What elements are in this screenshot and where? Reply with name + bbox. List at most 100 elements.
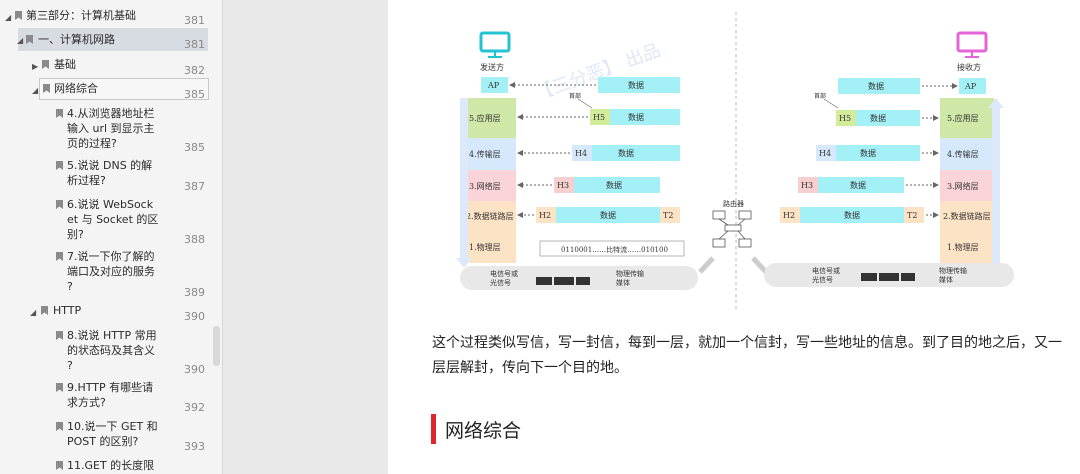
toc-item[interactable]: 8.说说 HTTP 常用 的状态码及其含义 ? 390 bbox=[0, 328, 210, 376]
watermark: 【三分恶】 出品 bbox=[533, 40, 664, 105]
collapse-triangle-icon[interactable]: ◢ bbox=[17, 36, 24, 45]
toc-item[interactable]: ▶ 基础 382 bbox=[32, 58, 205, 77]
svg-text:电信号或 光信号: 电信号或 光信号 bbox=[812, 266, 842, 284]
toc-item[interactable]: 11.GET 的长度限 bbox=[0, 458, 210, 474]
sender-h2-data bbox=[556, 207, 660, 223]
receiver-layer-physical bbox=[940, 231, 994, 263]
receiver-h5-data bbox=[856, 110, 920, 126]
svg-text:数据: 数据 bbox=[870, 113, 886, 123]
toc-item[interactable]: 5.说说 DNS 的解 析过程? 387 bbox=[0, 158, 210, 193]
svg-text:T2: T2 bbox=[663, 211, 673, 220]
svg-text:T2: T2 bbox=[907, 211, 917, 220]
svg-text:5.应用层: 5.应用层 bbox=[469, 113, 501, 123]
sender-h5-data bbox=[610, 109, 680, 125]
svg-text:数据: 数据 bbox=[868, 81, 884, 91]
bitstream-box bbox=[539, 240, 685, 257]
bookmark-icon bbox=[56, 331, 63, 340]
svg-text:数据: 数据 bbox=[628, 80, 644, 90]
toc-item[interactable]: ◢ 一、计算机网路 381 bbox=[17, 28, 208, 51]
receiver-layer-network bbox=[940, 170, 994, 201]
diagram-label-line: 媒体 bbox=[616, 278, 630, 287]
bookmark-icon bbox=[56, 109, 63, 118]
router-to-receiver-arrow bbox=[751, 256, 768, 274]
toc-scrollbar[interactable] bbox=[213, 326, 220, 366]
receiver-h3 bbox=[798, 177, 818, 193]
bookmark-icon bbox=[56, 422, 63, 431]
receiver-ap-data bbox=[838, 78, 920, 94]
svg-text:1.物理层: 1.物理层 bbox=[469, 242, 501, 252]
body-paragraph: 这个过程类似写信，写一封信，每到一层，就加一个信封，写一些地址的信息。到了目的地… bbox=[432, 335, 1062, 376]
receiver-ap bbox=[959, 78, 986, 94]
sender-label: 发送方 bbox=[480, 62, 504, 72]
receiver-layer-link bbox=[940, 201, 994, 231]
receiver-h4 bbox=[816, 145, 836, 161]
bookmark-icon bbox=[15, 11, 22, 20]
receiver-layer-app bbox=[940, 98, 994, 138]
bookmark-icon bbox=[56, 461, 63, 470]
svg-text:2.数据链路层: 2.数据链路层 bbox=[943, 211, 991, 221]
toc-item[interactable]: 6.说说 WebSock et 与 Socket 的区 别? 388 bbox=[0, 197, 210, 246]
sender-layer-link bbox=[462, 201, 516, 231]
toc-sidebar: ◢ 第三部分：计算机基础 381 ◢ 一、计算机网路 381 ▶ 基础 382 … bbox=[0, 0, 222, 474]
svg-text:2.数据链路层: 2.数据链路层 bbox=[466, 211, 514, 221]
svg-text:H2: H2 bbox=[539, 211, 551, 220]
expand-triangle-icon[interactable]: ▶ bbox=[32, 62, 39, 71]
svg-text:首部: 首部 bbox=[814, 92, 826, 100]
svg-text:数据: 数据 bbox=[606, 180, 622, 190]
sender-layer-physical bbox=[462, 231, 516, 263]
svg-text:5.应用层: 5.应用层 bbox=[947, 113, 979, 123]
bookmark-icon bbox=[56, 383, 63, 392]
sender-monitor-icon bbox=[479, 31, 511, 58]
svg-text:数据: 数据 bbox=[600, 210, 616, 220]
bookmark-icon bbox=[43, 84, 50, 93]
sender-ap-data bbox=[598, 77, 680, 93]
toc-item[interactable]: ◢ 网络综合 385 bbox=[32, 78, 209, 101]
sender-ap bbox=[481, 77, 508, 93]
collapse-triangle-icon[interactable]: ◢ bbox=[5, 13, 12, 22]
diagram-label-line: 光信号 bbox=[490, 278, 511, 287]
receiver-monitor-icon bbox=[956, 31, 988, 58]
svg-text:数据: 数据 bbox=[628, 112, 644, 122]
toc-item[interactable]: ◢ 第三部分：计算机基础 381 bbox=[5, 9, 205, 27]
sender-t2 bbox=[660, 207, 680, 223]
toc-item[interactable]: 7.说一下你了解的 端口及对应的服务 ? 389 bbox=[0, 249, 210, 299]
svg-text:物理传输 媒体: 物理传输 媒体 bbox=[616, 269, 646, 287]
toc-item[interactable]: 9.HTTP 有哪些请 求方式? 392 bbox=[0, 380, 210, 414]
sender-h5 bbox=[590, 109, 610, 125]
sender-h4-data bbox=[592, 145, 680, 161]
router-label: 路由器 bbox=[723, 199, 744, 208]
receiver-up-arrow bbox=[988, 98, 1004, 268]
svg-text:H3: H3 bbox=[557, 181, 569, 190]
receiver-label: 接收方 bbox=[957, 62, 981, 72]
svg-text:数据: 数据 bbox=[618, 148, 634, 158]
sender-layer-network bbox=[462, 170, 516, 201]
toc-item[interactable]: 4.从浏览器地址栏 输入 url 到显示主 页的过程? 385 bbox=[0, 106, 210, 154]
bookmark-icon bbox=[26, 35, 33, 44]
collapse-triangle-icon[interactable]: ◢ bbox=[32, 86, 39, 95]
sender-h3 bbox=[554, 177, 574, 193]
bookmark-icon bbox=[41, 306, 48, 315]
diagram-label-line: 光信号 bbox=[812, 275, 833, 284]
sender-layer-transport bbox=[462, 138, 516, 170]
collapse-triangle-icon[interactable]: ◢ bbox=[30, 308, 37, 317]
toc-item[interactable]: ◢ HTTP 390 bbox=[30, 304, 205, 323]
svg-text:1.物理层: 1.物理层 bbox=[947, 242, 979, 252]
bookmark-icon bbox=[56, 252, 63, 261]
toc-item[interactable]: 10.说一下 GET 和 POST 的区别? 393 bbox=[0, 419, 210, 453]
sender-to-router-arrow bbox=[698, 256, 715, 274]
page-gap bbox=[222, 0, 388, 474]
svg-text:AP: AP bbox=[964, 82, 977, 91]
sender-h4 bbox=[572, 145, 592, 161]
receiver-h2-data bbox=[800, 207, 904, 223]
svg-text:电信号或 光信号: 电信号或 光信号 bbox=[490, 269, 520, 287]
router-icon bbox=[712, 210, 752, 248]
receiver-h4-data bbox=[836, 145, 920, 161]
svg-text:4.传输层: 4.传输层 bbox=[947, 149, 979, 159]
svg-text:数据: 数据 bbox=[850, 180, 866, 190]
svg-text:数据: 数据 bbox=[860, 148, 876, 158]
svg-text:H5: H5 bbox=[593, 113, 605, 122]
receiver-h2 bbox=[780, 207, 800, 223]
svg-text:物理传输 媒体: 物理传输 媒体 bbox=[939, 266, 969, 284]
osi-encapsulation-diagram: 【三分恶】 出品 发送方 AP 数据 5.应用层 4.传输层 3.网络层 2.数… bbox=[456, 12, 1014, 312]
svg-text:首部: 首部 bbox=[569, 92, 581, 100]
